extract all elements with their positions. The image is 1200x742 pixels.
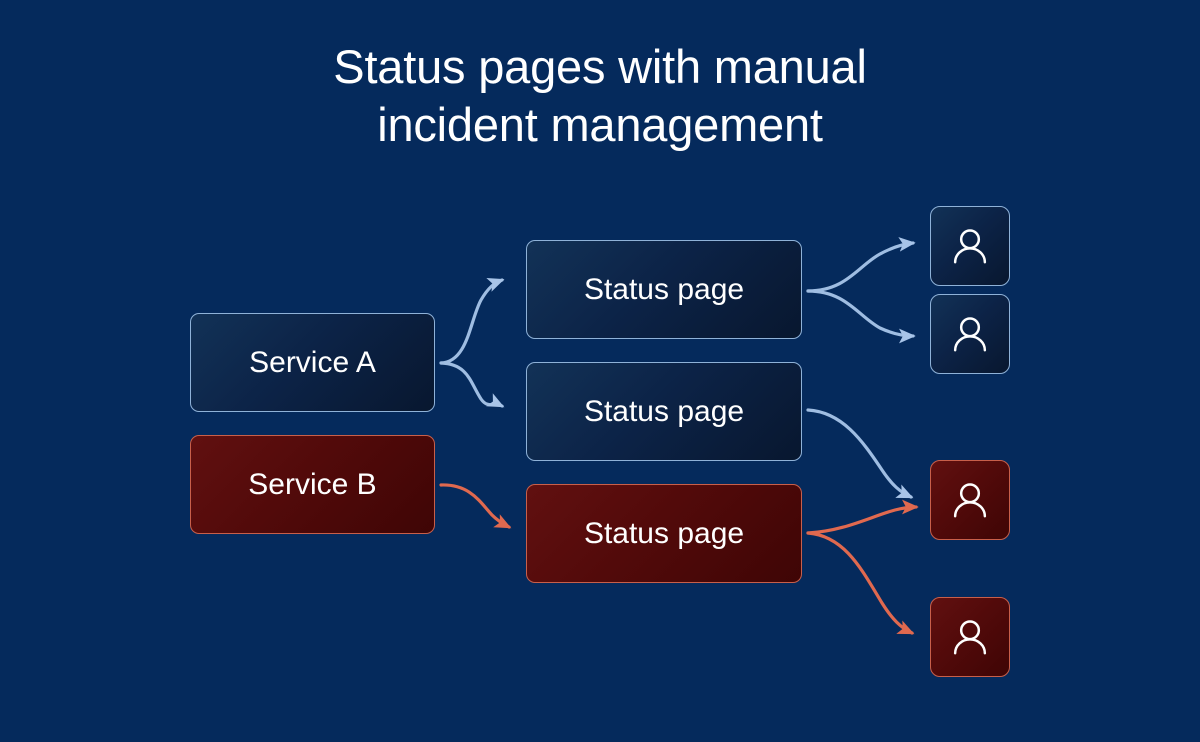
edge-status-page-3-to-user-4 [806,531,915,635]
node-status-page-3[interactable]: Status page [526,484,802,583]
edge-status-page-1-to-user-1 [806,237,916,293]
user-icon [953,229,987,264]
service-a-label: Service A [249,345,376,379]
edge-status-page-2-to-user-3 [806,408,914,499]
service-b-label: Service B [248,467,377,501]
edge-service-b-to-status-page-3 [439,483,512,529]
status-page-2-label: Status page [583,394,745,428]
status-page-1-label: Status page [583,272,745,306]
status-page-3-label: Status page [583,516,745,550]
node-status-page-2[interactable]: Status page [526,362,802,461]
node-service-a[interactable]: Service A [190,313,435,412]
edge-status-page-1-to-user-2 [806,289,916,344]
node-user-1[interactable] [930,206,1010,286]
edge-service-a-to-status-page-2 [439,361,505,408]
node-user-2[interactable] [930,294,1010,374]
edge-service-a-to-status-page-1 [439,278,505,365]
node-service-b[interactable]: Service B [190,435,435,534]
node-status-page-1[interactable]: Status page [526,240,802,339]
user-icon [953,483,987,518]
user-icon [953,317,987,352]
node-user-3[interactable] [930,460,1010,540]
edge-status-page-3-to-user-3 [806,499,919,535]
node-user-4[interactable] [930,597,1010,677]
user-icon [953,620,987,655]
page-title: Status pages with manual incident manage… [333,40,867,151]
